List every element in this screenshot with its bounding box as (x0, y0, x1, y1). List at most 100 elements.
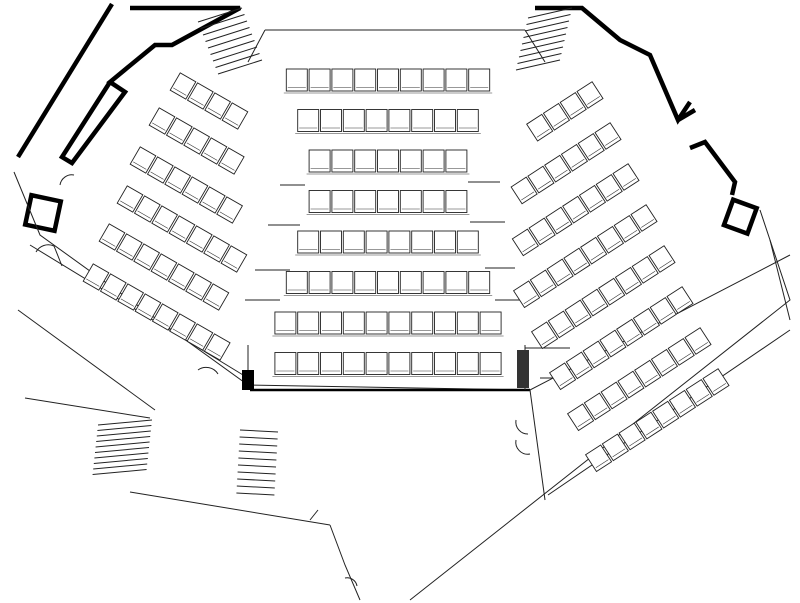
stair-icon (197, 7, 263, 75)
left-wing-seat-row (116, 185, 248, 273)
seat-icon (649, 296, 677, 325)
seat-icon (545, 206, 573, 235)
right-wing-seat-row (584, 368, 730, 473)
seat-icon (99, 273, 127, 301)
seat-icon (526, 113, 554, 142)
seat-icon (354, 271, 377, 294)
right-wing-seat-row (548, 286, 694, 391)
center-seat-row (295, 109, 481, 134)
seat-icon (510, 176, 538, 205)
seat-icon (198, 186, 226, 214)
seat-icon (479, 352, 502, 375)
seat-icon (634, 359, 662, 388)
seat-icon (685, 378, 713, 407)
seat-icon (632, 307, 661, 336)
seat-icon (204, 92, 232, 120)
seat-icon (601, 433, 629, 462)
seat-icon (165, 117, 193, 145)
right-wing-seat-row (530, 245, 676, 350)
seat-icon (320, 352, 342, 375)
seat-icon (635, 411, 663, 440)
seat-icon (584, 444, 613, 473)
seat-icon (411, 230, 434, 254)
seat-icon (614, 266, 643, 295)
seat-icon (434, 109, 456, 132)
seat-icon (221, 102, 249, 130)
seat-icon (186, 323, 214, 351)
seat-icon (388, 109, 411, 132)
seat-icon (354, 190, 377, 213)
seat-icon (148, 107, 176, 135)
right-wing-seat-row (512, 204, 658, 309)
seat-icon (616, 318, 644, 347)
seat-icon (342, 230, 365, 254)
stage (242, 345, 546, 501)
seat-icon (274, 352, 297, 375)
seat-icon (151, 205, 179, 233)
seat-icon (583, 392, 611, 421)
center-seat-row (306, 190, 470, 215)
seat-icon (82, 263, 110, 291)
seating (82, 68, 730, 473)
seat-icon (308, 68, 331, 92)
right-wing-seat-row (511, 163, 640, 257)
seat-icon (377, 68, 399, 92)
seat-icon (331, 271, 354, 294)
seat-icon (456, 352, 479, 375)
seat-icon (434, 311, 456, 335)
seat-icon (666, 286, 694, 314)
seat-icon (297, 230, 320, 254)
seat-icon (563, 247, 591, 276)
seat-icon (342, 311, 365, 335)
left-wing-seat-row (98, 223, 230, 311)
seat-icon (354, 149, 377, 173)
seat-icon (456, 230, 479, 254)
seat-icon (456, 109, 479, 132)
seat-icon (274, 311, 297, 335)
stair-icon (92, 419, 153, 475)
seat-icon (354, 68, 377, 92)
seat-icon (297, 109, 320, 132)
door-swing-icon (59, 174, 75, 186)
seat-icon (546, 258, 574, 287)
door-swing-icon (35, 244, 63, 267)
right-wing-seat-row (526, 81, 604, 142)
seat-icon (203, 333, 231, 361)
seat-icon (612, 163, 640, 191)
seat-icon (702, 368, 730, 396)
seat-icon (613, 214, 641, 243)
right-wing-seat-row (566, 327, 712, 432)
seat-icon (133, 243, 161, 271)
left-wing-seat-row (148, 107, 245, 175)
seat-icon (411, 109, 434, 132)
seat-icon (411, 352, 434, 375)
seat-icon (342, 109, 365, 132)
seat-icon (434, 230, 456, 254)
door-swing-icon (197, 366, 219, 375)
seat-icon (648, 245, 676, 273)
seat-icon (150, 253, 178, 281)
seat-icon (667, 337, 695, 366)
doors (35, 174, 531, 587)
seat-icon (618, 422, 646, 451)
seat-icon (445, 68, 468, 92)
seat-icon (331, 190, 354, 213)
seat-icon (565, 351, 593, 380)
seat-icon (202, 283, 230, 311)
seat-icon (169, 313, 197, 341)
seat-icon (598, 277, 626, 306)
seat-icon (596, 225, 625, 254)
seat-icon (117, 283, 145, 311)
seat-icon (377, 190, 399, 213)
seat-icon (445, 149, 468, 173)
seat-icon (594, 122, 622, 150)
seat-icon (320, 109, 342, 132)
seat-icon (547, 310, 575, 339)
center-seat-row (295, 230, 481, 256)
seat-icon (168, 215, 196, 243)
seat-icon (297, 311, 320, 335)
center-seat-row (283, 271, 493, 296)
seat-icon (445, 190, 468, 213)
stair-icon (515, 7, 573, 71)
